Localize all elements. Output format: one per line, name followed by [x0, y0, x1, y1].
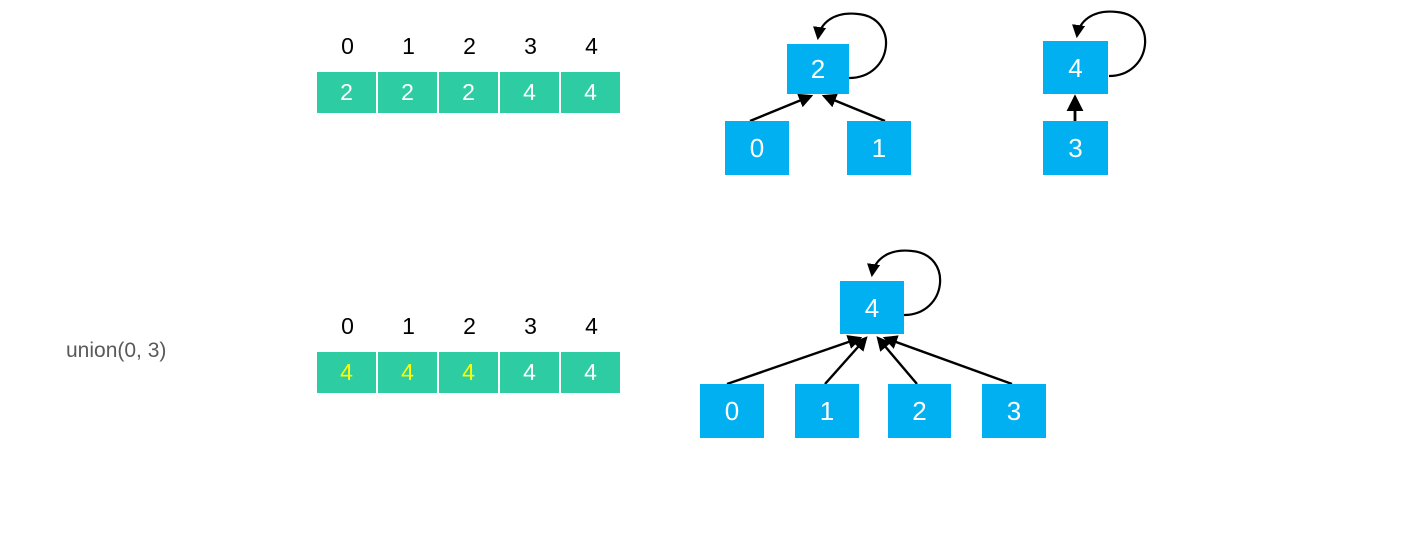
array-value-row-step-0: 2 2 2 4 4 — [317, 72, 620, 113]
edge-0-to-4 — [726, 335, 863, 386]
array-value-cell: 2 — [439, 72, 498, 113]
array-index-cell: 3 — [524, 313, 537, 339]
tree-node-0-child: 0 — [700, 384, 764, 438]
edge-0-to-2 — [749, 93, 814, 123]
array-index-cell: 4 — [585, 33, 598, 59]
array-value-cell: 4 — [561, 352, 620, 393]
array-index-cell: 2 — [463, 33, 476, 59]
array-value-cell-highlighted: 4 — [439, 352, 498, 393]
tree-node-4-root: 4 — [840, 281, 904, 334]
array-value-cell: 2 — [378, 72, 437, 113]
array-value-cell-highlighted: 4 — [378, 352, 437, 393]
tree-node-1-child: 1 — [795, 384, 859, 438]
array-index-row-step-1: 0 1 2 3 4 — [317, 315, 622, 338]
array-value-row-step-1: 4 4 4 4 4 — [317, 352, 620, 393]
tree-node-3-child: 3 — [982, 384, 1046, 438]
array-index-cell: 3 — [524, 33, 537, 59]
array-index-cell: 4 — [585, 313, 598, 339]
array-index-cell: 1 — [402, 313, 415, 339]
array-value-cell: 2 — [317, 72, 376, 113]
tree-node-1: 1 — [847, 121, 911, 175]
edge-3-to-4-bottom — [882, 335, 1013, 386]
edge-1-to-2 — [821, 93, 886, 123]
array-index-cell: 0 — [341, 33, 354, 59]
edge-1-to-4 — [824, 336, 868, 385]
operation-label-union: union(0, 3) — [66, 339, 167, 362]
tree-node-4: 4 — [1043, 41, 1108, 94]
tree-node-3: 3 — [1043, 121, 1108, 175]
array-index-cell: 0 — [341, 313, 354, 339]
array-value-cell: 4 — [500, 72, 559, 113]
array-value-cell-highlighted: 4 — [317, 352, 376, 393]
array-value-cell: 4 — [500, 352, 559, 393]
array-index-cell: 1 — [402, 33, 415, 59]
tree-node-2: 2 — [787, 44, 849, 94]
array-index-cell: 2 — [463, 313, 476, 339]
edge-2-to-4 — [876, 336, 918, 385]
tree-node-2-child: 2 — [888, 384, 951, 438]
array-value-cell: 4 — [561, 72, 620, 113]
array-index-row-step-0: 0 1 2 3 4 — [317, 35, 622, 58]
tree-node-0: 0 — [725, 121, 789, 175]
